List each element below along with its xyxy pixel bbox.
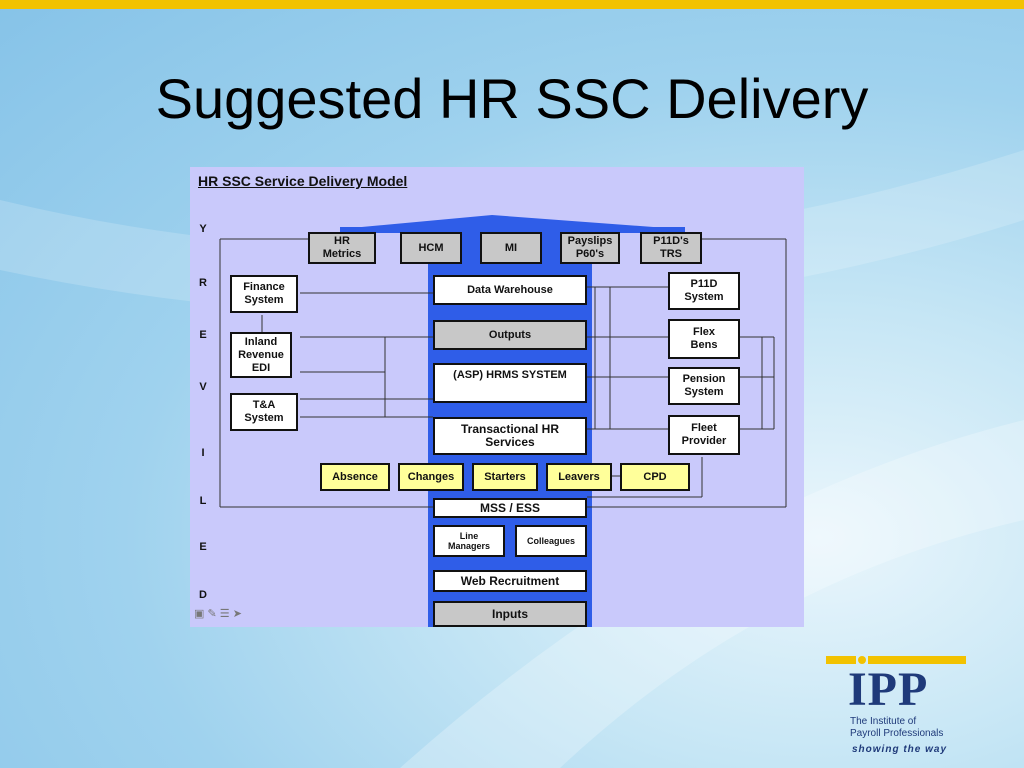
- fleet-provider-box: Fleet Provider: [668, 415, 740, 455]
- delivery-letter-6: L: [199, 495, 207, 507]
- logo-name-line1: The Institute of: [850, 716, 917, 727]
- next-icon[interactable]: ➤: [232, 608, 242, 620]
- ipp-logo: IPP The Institute of Payroll Professiona…: [826, 656, 966, 760]
- pen-icon[interactable]: ✎: [207, 608, 217, 620]
- asp-hrms-system-box: (ASP) HRMS SYSTEM: [433, 363, 587, 403]
- payslips-box: Payslips P60's: [560, 232, 620, 264]
- delivery-letter-7: E: [199, 541, 207, 553]
- logo-tagline: showing the way: [852, 744, 948, 755]
- logo-name-line2: Payroll Professionals: [850, 728, 944, 739]
- delivery-letter-8: D: [199, 589, 207, 601]
- flex-bens-box: Flex Bens: [668, 319, 740, 359]
- hcm-box: HCM: [400, 232, 462, 264]
- inland-revenue-edi-box: Inland Revenue EDI: [230, 332, 292, 378]
- mi-box: MI: [480, 232, 542, 264]
- colleagues-box: Colleagues: [515, 525, 587, 557]
- cpd-box: CPD: [620, 463, 690, 491]
- menu-icon[interactable]: ☰: [219, 608, 230, 620]
- p11d-system-box: P11D System: [668, 272, 740, 310]
- delivery-letter-1: Y: [199, 223, 207, 235]
- logo-accent-dot: [858, 656, 866, 664]
- delivery-letter-2: R: [199, 277, 207, 289]
- delivery-letter-5: I: [201, 447, 205, 459]
- ta-system-box: T&A System: [230, 393, 298, 431]
- diagram-title: HR SSC Service Delivery Model: [198, 173, 408, 189]
- starters-box: Starters: [472, 463, 538, 491]
- changes-box: Changes: [398, 463, 464, 491]
- web-recruitment-box: Web Recruitment: [433, 570, 587, 592]
- p11ds-trs-box: P11D's TRS: [640, 232, 702, 264]
- delivery-letter-3: E: [199, 329, 207, 341]
- delivery-letter-4: V: [199, 381, 207, 393]
- pension-system-box: Pension System: [668, 367, 740, 405]
- logo-accent-bar-right: [868, 656, 966, 664]
- finance-system-box: Finance System: [230, 275, 298, 313]
- mss-ess-box: MSS / ESS: [433, 498, 587, 518]
- slide-toolbar[interactable]: ▣ ✎ ☰ ➤: [194, 607, 242, 620]
- transactional-hr-services-box: Transactional HR Services: [433, 417, 587, 455]
- logo-mark: IPP: [848, 663, 929, 716]
- leavers-box: Leavers: [546, 463, 612, 491]
- absence-box: Absence: [320, 463, 390, 491]
- line-managers-box: Line Managers: [433, 525, 505, 557]
- top-accent-bar: [0, 0, 1024, 9]
- slide-nav-icon[interactable]: ▣: [194, 608, 205, 620]
- inputs-box: Inputs: [433, 601, 587, 627]
- slide-title: Suggested HR SSC Delivery: [155, 67, 869, 130]
- connector-lines: [219, 215, 787, 508]
- service-delivery-diagram: HR SSC Service Delivery Model: [190, 167, 804, 627]
- hr-metrics-box: HR Metrics: [308, 232, 376, 264]
- logo-accent-bar: [826, 656, 856, 664]
- outputs-box: Outputs: [433, 320, 587, 350]
- data-warehouse-box: Data Warehouse: [433, 275, 587, 305]
